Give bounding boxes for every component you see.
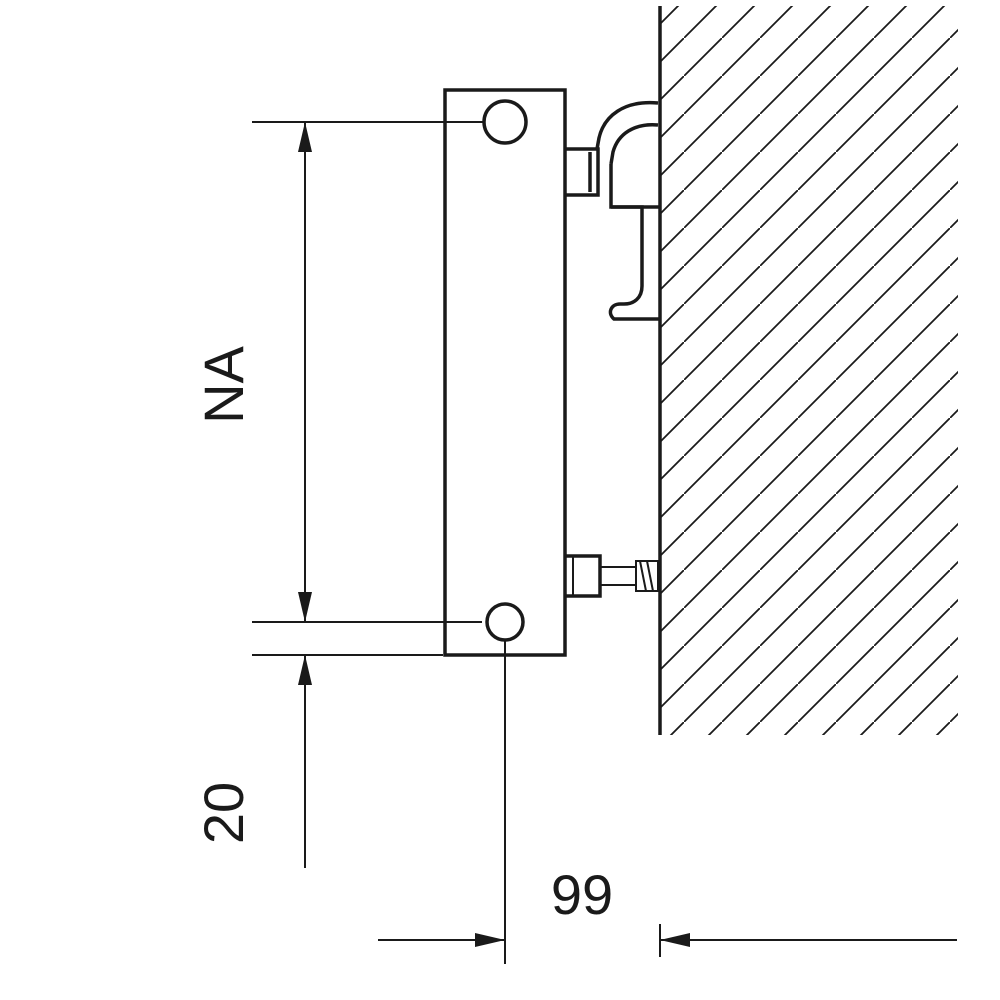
arrowhead-up [298, 655, 312, 685]
lug-outline [565, 147, 600, 197]
wall-distance-dimension: 99 [378, 641, 957, 964]
thread-tick [646, 560, 654, 592]
arrowhead-left [660, 933, 690, 947]
bracket-foot [608, 285, 660, 321]
radiator-lug [565, 147, 600, 197]
bottom-offset-dimension-label: 20 [192, 782, 255, 844]
na-dimension: NA [192, 121, 484, 623]
valve-body [565, 554, 602, 598]
wall-distance-dimension-label: 99 [551, 863, 613, 926]
arrowhead-right [475, 933, 505, 947]
bracket-hook-inner [609, 123, 659, 165]
bracket-hook-outer [595, 100, 659, 150]
bottom-connection-circle [485, 602, 525, 642]
arrowhead-down [298, 592, 312, 622]
arrowhead-up [298, 122, 312, 152]
bottom-offset-dimension: 20 [192, 654, 443, 868]
bracket-body [609, 164, 644, 286]
wall-hatching [660, 6, 958, 735]
connection-valve [565, 554, 659, 598]
radiator-body [443, 88, 567, 657]
na-dimension-label: NA [192, 345, 255, 423]
thread-tick [639, 560, 647, 592]
radiator-outline [443, 88, 567, 657]
mounting-bracket [595, 100, 660, 321]
